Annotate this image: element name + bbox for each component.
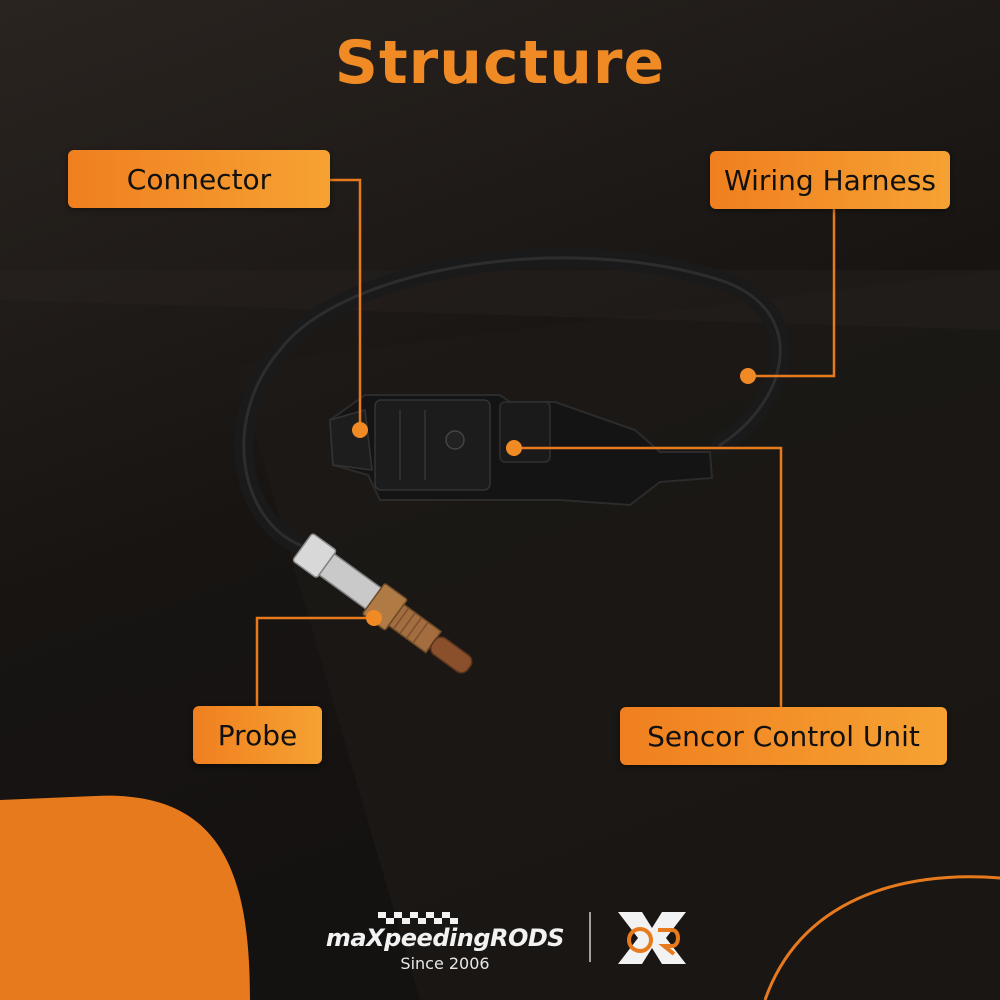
wiring-harness-marker	[740, 368, 756, 384]
orange-corner-arc	[763, 875, 1000, 1000]
background-shard	[235, 270, 1000, 1000]
orange-corner-shape	[0, 795, 250, 1000]
brand-emblem-icon	[618, 912, 686, 964]
brand-since: Since 2006	[400, 954, 490, 973]
control-unit-marker	[506, 440, 522, 456]
connector-housing	[329, 409, 373, 471]
brand-logo: maXpeedingRODS Since 2006	[315, 912, 575, 973]
brand-name: maXpeedingRODS	[325, 924, 565, 952]
checkered-flag-icon	[378, 912, 458, 924]
control-unit-lid	[374, 399, 491, 491]
background-band	[0, 270, 1000, 330]
probe-label: Probe	[193, 706, 322, 764]
sensor-control-unit-label: Sencor Control Unit	[620, 707, 947, 765]
control-unit-leader-line	[514, 446, 783, 707]
probe-assembly	[292, 533, 473, 674]
probe-leader-line	[255, 616, 374, 706]
connector-marker	[352, 422, 368, 438]
wiring-harness-label: Wiring Harness	[710, 151, 950, 209]
wiring-harness-leader-line	[748, 208, 836, 378]
cable-highlight	[242, 256, 782, 547]
connector-label: Connector	[68, 150, 330, 208]
connector-leader-line	[330, 178, 362, 430]
page-title: Structure	[334, 28, 666, 98]
probe-marker	[366, 610, 382, 626]
control-unit-port	[445, 430, 465, 450]
